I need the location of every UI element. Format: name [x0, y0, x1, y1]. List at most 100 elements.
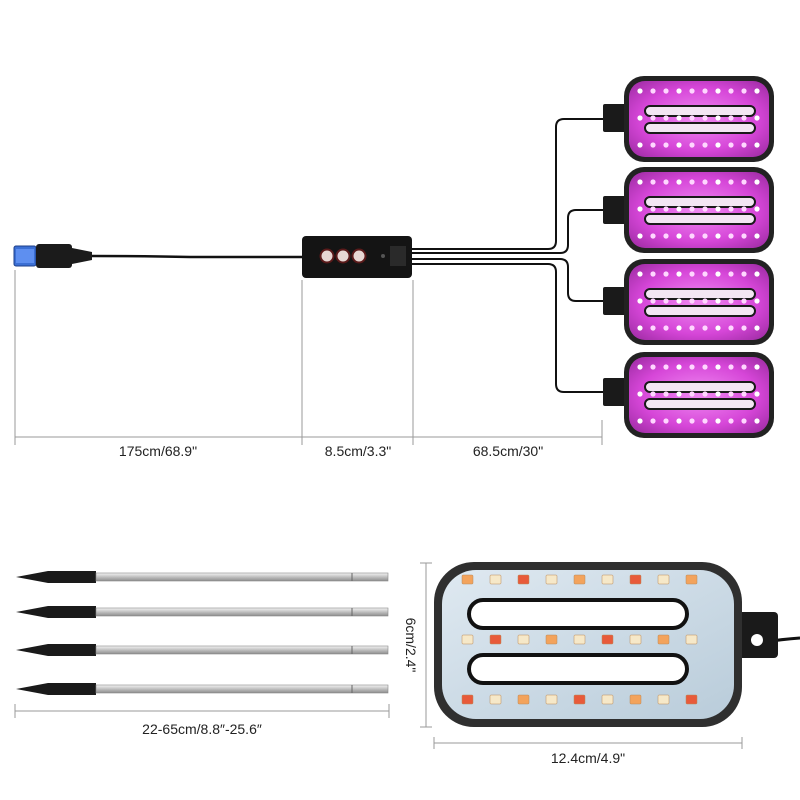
led-chip — [601, 694, 614, 705]
led-dot — [702, 88, 708, 94]
stake-1 — [16, 571, 389, 583]
led-dot — [754, 233, 760, 239]
led-dot — [663, 88, 669, 94]
led-dot — [754, 418, 760, 424]
led-dot — [754, 206, 760, 212]
led-dot — [650, 115, 656, 121]
closeup-light-panel — [434, 562, 800, 727]
led-dot — [637, 88, 643, 94]
led-dot — [741, 115, 747, 121]
led-dot — [715, 233, 721, 239]
led-dot — [637, 142, 643, 148]
controller-button-3 — [351, 248, 367, 264]
led-chip — [517, 574, 530, 585]
controller-button-2 — [335, 248, 351, 264]
led-dot — [728, 298, 734, 304]
light-panel-1 — [603, 76, 774, 162]
led-dot — [715, 325, 721, 331]
led-dot — [728, 325, 734, 331]
controller-button-1 — [319, 248, 335, 264]
led-dot — [637, 115, 643, 121]
led-dot — [689, 142, 695, 148]
led-chip — [461, 694, 474, 705]
led-dot — [702, 179, 708, 185]
led-dot — [702, 325, 708, 331]
stake-2 — [16, 606, 389, 618]
led-chip — [657, 634, 670, 645]
led-dot — [715, 271, 721, 277]
led-dot — [637, 271, 643, 277]
led-dot — [728, 206, 734, 212]
led-chip — [461, 634, 474, 645]
split-cables — [412, 118, 606, 393]
led-chip — [629, 574, 642, 585]
led-dot — [650, 271, 656, 277]
led-dot — [663, 206, 669, 212]
led-dot — [676, 271, 682, 277]
led-dot — [676, 418, 682, 424]
light-panel-3 — [603, 259, 774, 345]
led-dot — [754, 142, 760, 148]
led-chip — [573, 574, 586, 585]
split-cable-length-label: 68.5cm/30" — [473, 443, 543, 459]
led-dot — [689, 206, 695, 212]
led-dot — [676, 115, 682, 121]
led-dot — [637, 391, 643, 397]
led-dot — [676, 88, 682, 94]
led-dot — [689, 233, 695, 239]
led-dot — [728, 364, 734, 370]
led-dot — [650, 364, 656, 370]
led-dot — [741, 271, 747, 277]
led-dot — [728, 271, 734, 277]
led-dot — [663, 142, 669, 148]
led-dot — [741, 325, 747, 331]
led-dot — [715, 418, 721, 424]
led-dot — [754, 391, 760, 397]
led-dot — [676, 364, 682, 370]
led-dot — [702, 142, 708, 148]
led-dot — [663, 115, 669, 121]
led-dot — [689, 418, 695, 424]
led-dot — [663, 391, 669, 397]
led-chip — [573, 694, 586, 705]
led-dot — [676, 179, 682, 185]
led-chip — [489, 634, 502, 645]
led-chip — [517, 694, 530, 705]
led-dot — [728, 418, 734, 424]
led-dot — [689, 298, 695, 304]
led-dot — [728, 391, 734, 397]
led-dot — [637, 298, 643, 304]
led-dot — [754, 325, 760, 331]
led-dot — [715, 142, 721, 148]
led-dot — [741, 391, 747, 397]
led-dot — [663, 233, 669, 239]
usb-plug-icon — [13, 244, 92, 268]
stake-4 — [16, 683, 389, 695]
led-dot — [663, 364, 669, 370]
led-dot — [637, 233, 643, 239]
led-dot — [754, 88, 760, 94]
stake-length-label: 22-65cm/8.8″-25.6″ — [142, 721, 262, 737]
led-dot — [728, 88, 734, 94]
led-dot — [689, 325, 695, 331]
led-dot — [650, 142, 656, 148]
led-dot — [663, 325, 669, 331]
usb-cable-length-label: 175cm/68.9" — [119, 443, 197, 459]
led-chip — [545, 634, 558, 645]
led-dots — [637, 88, 760, 424]
led-dot — [676, 391, 682, 397]
led-dot — [663, 179, 669, 185]
controller-led — [381, 254, 385, 258]
light-panel-2 — [603, 167, 774, 253]
led-dot — [741, 233, 747, 239]
led-dot — [650, 179, 656, 185]
led-dot — [702, 271, 708, 277]
led-dot — [676, 142, 682, 148]
led-dot — [702, 298, 708, 304]
led-dot — [676, 233, 682, 239]
led-dot — [754, 364, 760, 370]
panel-width-label: 12.4cm/4.9" — [551, 750, 625, 766]
led-dot — [741, 364, 747, 370]
led-dot — [754, 271, 760, 277]
closeup-led-chips — [461, 574, 698, 705]
